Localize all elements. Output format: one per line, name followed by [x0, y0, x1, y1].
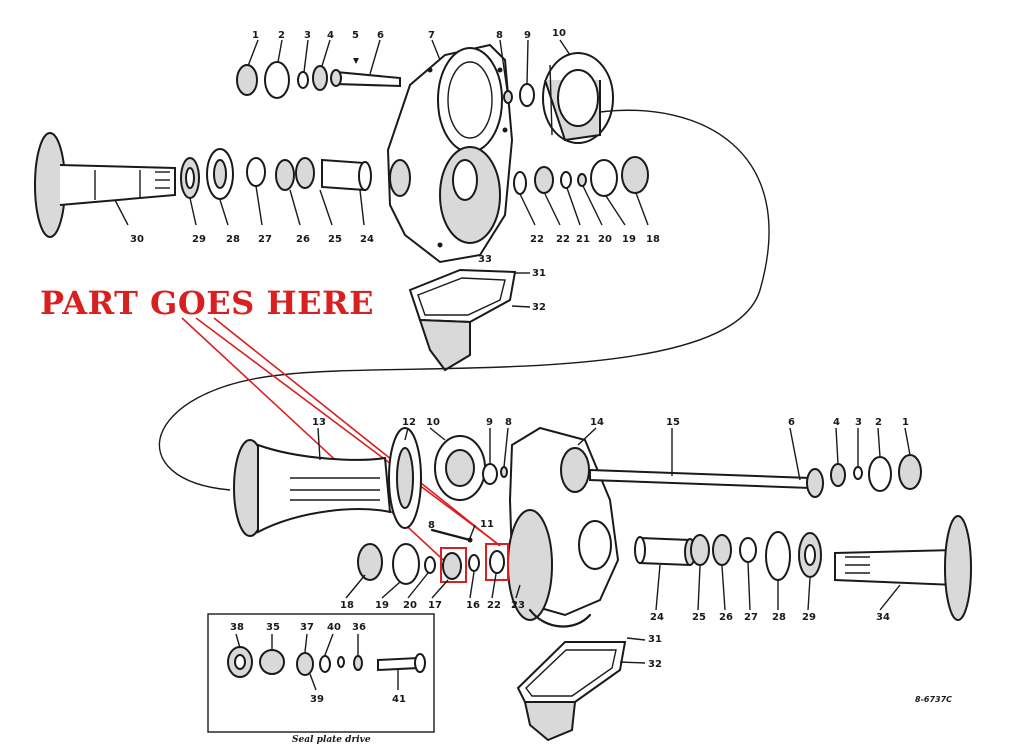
oil-pan-lower [516, 641, 627, 742]
callout-leader-3 [213, 317, 501, 547]
label: 16 [466, 600, 480, 611]
label: 7 [428, 30, 435, 41]
label: 34 [876, 612, 890, 623]
label: 40 [327, 622, 341, 633]
label: 28 [226, 234, 240, 245]
label: 6 [377, 30, 384, 41]
label: 29 [192, 234, 206, 245]
bull-gear-upper [542, 52, 614, 144]
label: 25 [692, 612, 706, 623]
upper-assembly: 1 2 3 4 5 6 7 8 9 10 30 29 28 27 26 25 2… [34, 28, 770, 491]
label: 30 [130, 234, 144, 245]
label: 8 [428, 520, 435, 531]
inset-caption: Seal plate drive [292, 735, 371, 745]
label: 3 [304, 30, 311, 41]
label: 1 [252, 30, 259, 41]
final-drive-housing-upper [386, 43, 514, 264]
label: 21 [576, 234, 590, 245]
label: 41 [392, 694, 406, 705]
label: 27 [258, 234, 272, 245]
axle-flange-lower [834, 515, 972, 621]
label: 39 [310, 694, 324, 705]
label: 26 [719, 612, 733, 623]
label: 18 [340, 600, 354, 611]
label: 28 [772, 612, 786, 623]
lower-labels: 13 12 10 9 8 14 15 6 4 3 2 1 8 11 18 19 … [312, 417, 909, 670]
label: 22 [487, 600, 501, 611]
oil-pan-upper [408, 268, 517, 372]
label: 38 [230, 622, 244, 633]
label: 5 [352, 30, 359, 41]
label: 32 [532, 302, 546, 313]
label: 3 [855, 417, 862, 428]
label: 1 [902, 417, 909, 428]
label: 9 [486, 417, 493, 428]
label: 25 [328, 234, 342, 245]
label: 37 [300, 622, 314, 633]
label: 19 [622, 234, 636, 245]
label: 12 [402, 417, 416, 428]
axle-flange-upper [34, 132, 176, 238]
label: 18 [646, 234, 660, 245]
label: 10 [426, 417, 440, 428]
label: 9 [524, 30, 531, 41]
label: 13 [312, 417, 326, 428]
label: 31 [648, 634, 662, 645]
label: 23 [511, 600, 525, 611]
label: 8 [496, 30, 503, 41]
label: 4 [327, 30, 334, 41]
label: 17 [428, 600, 442, 611]
axle-shaft-lower [589, 468, 811, 490]
label: 32 [648, 659, 662, 670]
label: 2 [278, 30, 285, 41]
label: 31 [532, 268, 546, 279]
seal-plate-drive-inset: 38 35 37 40 36 39 41 Seal plate drive [207, 613, 435, 745]
axle-housing-lower [233, 439, 392, 537]
upper-leaders [114, 39, 649, 226]
drawing-id: 8-6737C [915, 695, 952, 704]
callout-text: PART GOES HERE [40, 284, 374, 322]
label: 10 [552, 28, 566, 39]
lower-assembly: 13 12 10 9 8 14 15 6 4 3 2 1 8 11 18 19 … [233, 417, 972, 742]
label: 22 [530, 234, 544, 245]
label: 24 [650, 612, 664, 623]
label: 24 [360, 234, 374, 245]
label: 22 [556, 234, 570, 245]
label: 20 [403, 600, 417, 611]
label: 26 [296, 234, 310, 245]
highlight-box-16 [440, 547, 467, 583]
label: 2 [875, 417, 882, 428]
label: 20 [598, 234, 612, 245]
label: 36 [352, 622, 366, 633]
label: 35 [266, 622, 280, 633]
label: 11 [480, 519, 494, 530]
label: 29 [802, 612, 816, 623]
label: 27 [744, 612, 758, 623]
assembly-connector-line [158, 109, 770, 491]
label: 33 [478, 254, 492, 265]
final-drive-housing-lower [507, 426, 620, 628]
highlight-box-22 [485, 543, 509, 581]
label: 15 [666, 417, 680, 428]
lower-leaders [317, 427, 911, 664]
label: 4 [833, 417, 840, 428]
callout: PART GOES HERE [40, 284, 501, 569]
label: 6 [788, 417, 795, 428]
label: 14 [590, 417, 604, 428]
label: 19 [375, 600, 389, 611]
label: 8 [505, 417, 512, 428]
upper-labels: 1 2 3 4 5 6 7 8 9 10 30 29 28 27 26 25 2… [130, 28, 660, 313]
inset-frame [207, 613, 435, 733]
callout-leader-2 [195, 317, 499, 545]
